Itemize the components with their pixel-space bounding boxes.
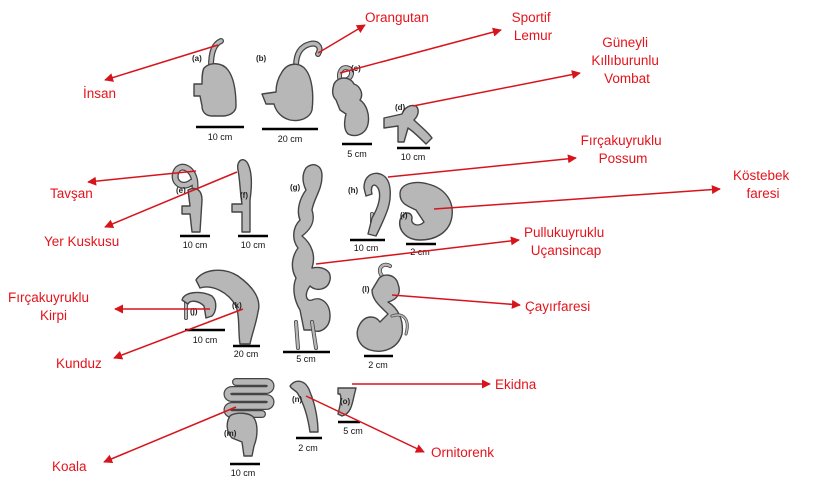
organ-n — [289, 380, 319, 433]
label-kostebek-faresi: Köstebek faresi — [733, 168, 793, 201]
label-firçakuyruklu-possum: Fırçakuyruklu Possum — [581, 133, 666, 166]
label-tavsan: Tavşan — [50, 186, 93, 201]
label-koala: Koala — [52, 459, 87, 474]
svg-text:20 cm: 20 cm — [234, 349, 259, 359]
panel-tag-h: (h) — [348, 186, 359, 195]
organ-e — [171, 163, 203, 233]
label-vombat: Güneyli Kıllıburunlu Vombat — [591, 35, 662, 86]
scale-bar-k: 20 cm — [233, 344, 260, 359]
scale-bar-a: 10 cm — [196, 125, 244, 142]
organ-l — [356, 262, 409, 352]
arrow-yer-kuskusu — [104, 171, 238, 229]
scale-bar-f: 10 cm — [238, 234, 268, 250]
organ-j — [181, 291, 217, 320]
arrow-sportif-lemur — [339, 27, 502, 74]
label-cayirfaresi: Çayırfaresi — [525, 299, 590, 314]
arrow-pullukuyruklu — [315, 236, 520, 265]
svg-text:5 cm: 5 cm — [296, 354, 316, 364]
svg-text:10 cm: 10 cm — [241, 240, 266, 250]
arrow-ornitorenk — [305, 395, 425, 453]
organ-d — [383, 104, 433, 145]
organ-i — [399, 181, 453, 241]
svg-text:20 cm: 20 cm — [278, 134, 303, 144]
label-firçakuyruklu-kirpi: Fırçakuyruklu Kirpi — [8, 290, 93, 323]
arrow-insan — [104, 44, 219, 82]
label-orangutan: Orangutan — [365, 10, 429, 25]
scale-bar-c: 5 cm — [342, 142, 372, 159]
panel-tag-f: (f) — [240, 191, 248, 200]
label-insan: İnsan — [83, 86, 116, 101]
scale-bar-e: 10 cm — [180, 234, 210, 250]
scale-bar-d: 10 cm — [397, 146, 430, 162]
scale-bar-g: 5 cm — [283, 350, 330, 364]
panel-tag-g: (g) — [290, 183, 301, 192]
organ-c — [331, 65, 370, 137]
panel-tag-d: (d) — [395, 103, 406, 112]
organ-k — [195, 269, 260, 345]
svg-text:5 cm: 5 cm — [343, 426, 363, 436]
arrow-orangutan — [317, 24, 366, 54]
organ-g — [291, 164, 331, 350]
arrow-cayirfaresi — [391, 294, 521, 309]
svg-text:10 cm: 10 cm — [183, 240, 208, 250]
organ-a — [193, 38, 237, 117]
label-yer-kuskusu: Yer Kuskusu — [44, 234, 119, 249]
panel-tag-o: (o) — [340, 397, 351, 406]
svg-text:5 cm: 5 cm — [347, 149, 367, 159]
panel-tag-e: (e) — [176, 186, 186, 195]
organ-m — [223, 378, 275, 457]
organ-b — [261, 40, 323, 122]
arrow-koala — [103, 406, 237, 464]
svg-text:10 cm: 10 cm — [208, 132, 233, 142]
arrow-tavsan — [87, 170, 197, 186]
organ-f — [231, 159, 253, 233]
scale-bar-l: 2 cm — [364, 354, 393, 370]
panel-tag-l: (l) — [362, 285, 370, 294]
svg-text:10 cm: 10 cm — [231, 468, 256, 478]
svg-text:2 cm: 2 cm — [298, 443, 318, 453]
panel-tag-b: (b) — [256, 54, 267, 63]
panel-tag-i: (i) — [400, 211, 408, 220]
svg-text:2 cm: 2 cm — [368, 360, 388, 370]
arrow-kunduz — [113, 308, 244, 360]
scale-bar-n: 2 cm — [296, 436, 322, 453]
arrow-vombat — [412, 70, 581, 107]
label-ornitorenk: Ornitorenk — [431, 445, 494, 460]
label-sportif-lemur: Sportif Lemur — [512, 10, 555, 43]
scale-bar-b: 20 cm — [262, 127, 318, 144]
panel-tag-k: (k) — [232, 301, 242, 310]
scale-bar-m: 10 cm — [230, 462, 260, 478]
panel-tag-m: (m) — [224, 429, 237, 438]
label-ekidna: Ekidna — [495, 377, 537, 392]
scale-bar-h: 10 cm — [350, 238, 385, 253]
organ-o — [337, 387, 357, 417]
panel-tag-a: (a) — [192, 54, 202, 63]
scale-bar-o: 5 cm — [338, 420, 363, 436]
organ-h — [363, 172, 391, 237]
panel-tag-j: (j) — [190, 307, 198, 316]
panel-tag-n: (n) — [292, 395, 303, 404]
arrow-possum — [387, 154, 577, 178]
scale-bar-j: 10 cm — [185, 328, 225, 345]
svg-text:10 cm: 10 cm — [354, 243, 379, 253]
label-kunduz: Kunduz — [56, 356, 102, 371]
arrow-kostebek — [433, 185, 721, 210]
label-pullukuyruklu-ucansincap: Pullukuyruklu Uçansincap — [524, 225, 608, 258]
svg-text:10 cm: 10 cm — [401, 152, 426, 162]
svg-text:10 cm: 10 cm — [193, 335, 218, 345]
